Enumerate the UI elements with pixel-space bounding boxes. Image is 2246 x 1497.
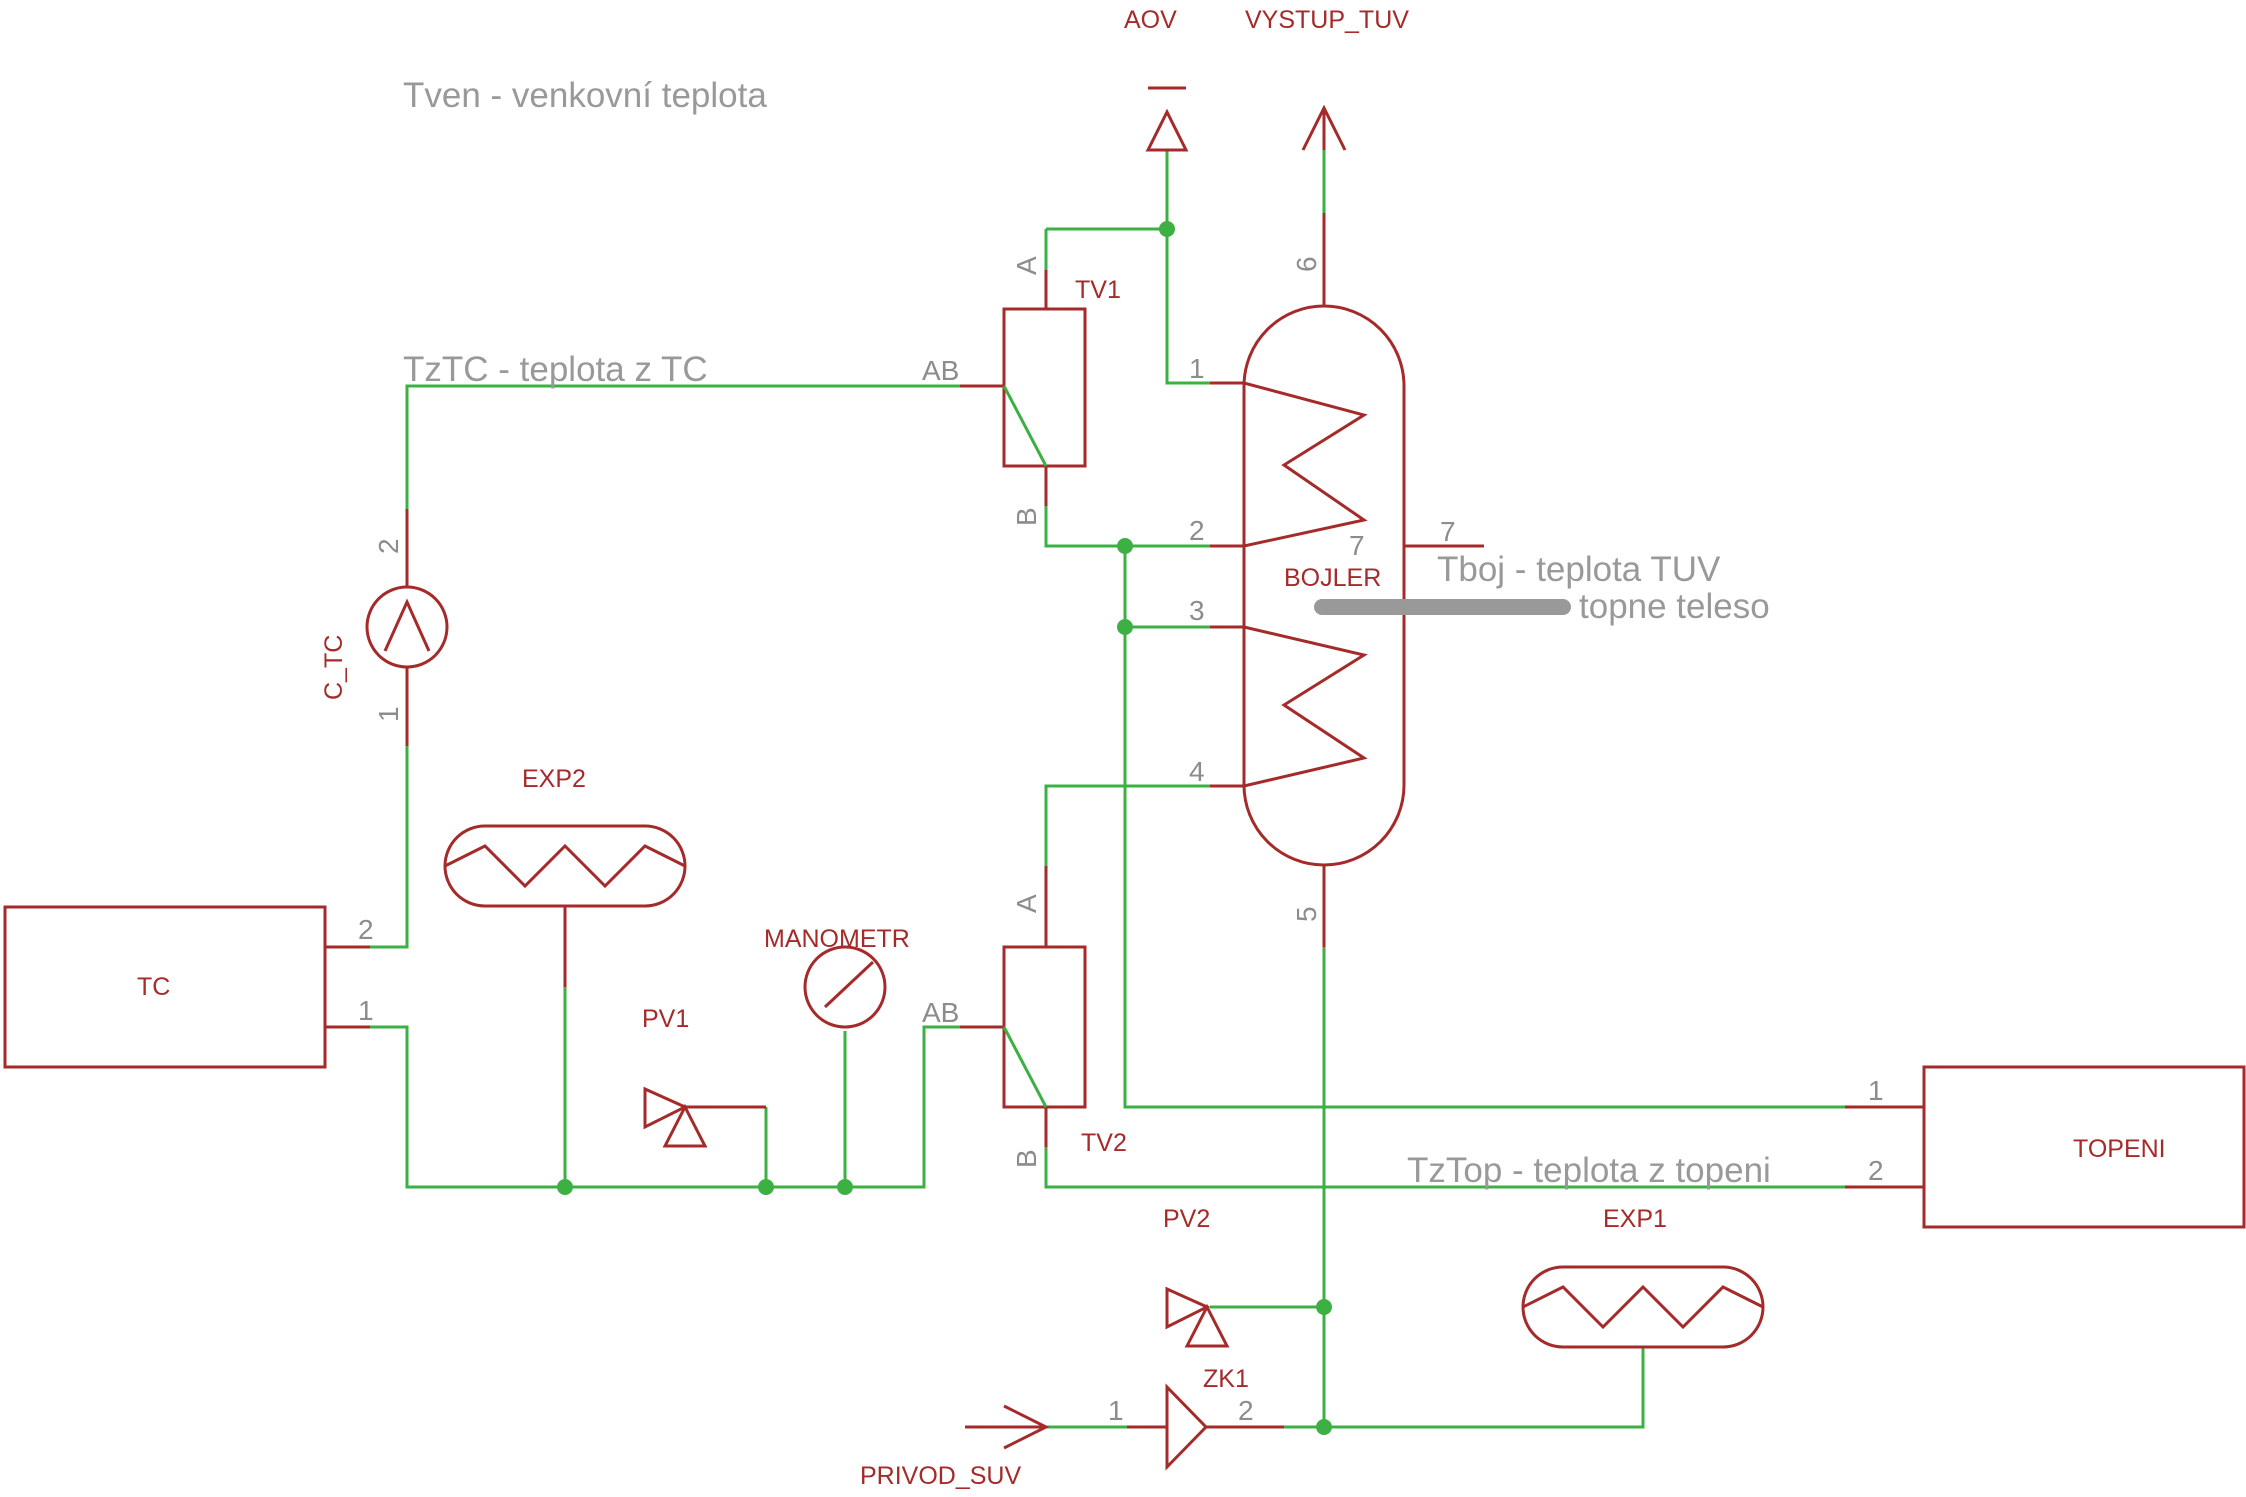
- pv2-valve-symbol: [1165, 1286, 1230, 1348]
- note-topne-teleso: topne teleso: [1579, 587, 1770, 626]
- manometr-gauge-symbol: [803, 945, 887, 1029]
- bojler-label: BOJLER: [1284, 564, 1381, 592]
- pv1-label: PV1: [642, 1005, 689, 1033]
- junction-dot: [1117, 538, 1133, 554]
- c-tc-pin-2: 2: [373, 538, 404, 554]
- zk1-label: ZK1: [1203, 1365, 1249, 1393]
- bojler-pin-3: 3: [1189, 595, 1205, 626]
- wire-aov-tv1a: [1044, 150, 1210, 385]
- bojler-pin-2: 2: [1189, 515, 1205, 546]
- wires: [370, 150, 1845, 1429]
- wire-ctc-tc2: [370, 746, 409, 949]
- tv1-label: TV1: [1075, 276, 1121, 304]
- junction-dot: [1117, 619, 1133, 635]
- tv2-pin-b: B: [1011, 1149, 1042, 1168]
- exp2-label: EXP2: [522, 765, 586, 793]
- part-labels: AOV VYSTUP_TUV TV1 TV2 BOJLER C_TC EXP2 …: [137, 6, 2166, 1490]
- c-tc-pin-1: 1: [373, 706, 404, 722]
- note-tztc: TzTC - teplota z TC: [403, 350, 708, 389]
- tc-label: TC: [137, 973, 170, 1001]
- tv1-pin-ab: AB: [922, 355, 959, 386]
- bojler-tank-symbol: [1210, 213, 1484, 947]
- junction-dot: [1316, 1419, 1332, 1435]
- bojler-pin-5: 5: [1291, 906, 1322, 922]
- privod-suv-symbol: [965, 1404, 1050, 1450]
- pv2-label: PV2: [1163, 1205, 1210, 1233]
- tc-box-symbol: [3, 905, 370, 1069]
- wire-tc1-tv2ab: [370, 1025, 960, 1189]
- aov-symbol: [1145, 86, 1189, 152]
- wire-tztc: [405, 384, 960, 509]
- bojler-pin-4: 4: [1189, 756, 1205, 787]
- tv1-valve-symbol: [960, 270, 1087, 506]
- exp1-label: EXP1: [1603, 1205, 1667, 1233]
- manometr-label: MANOMETR: [764, 925, 910, 953]
- vystup-tuv-label: VYSTUP_TUV: [1245, 6, 1409, 34]
- wire-zk1-exp1: [1284, 1347, 1645, 1429]
- junction-dot: [837, 1179, 853, 1195]
- c-tc-label: C_TC: [320, 635, 348, 700]
- junction-dot: [1316, 1299, 1332, 1315]
- zk1-pin-2: 2: [1238, 1395, 1254, 1426]
- tv1-pin-a: A: [1011, 256, 1042, 275]
- tc-pin-2: 2: [358, 914, 374, 945]
- privod-suv-label: PRIVOD_SUV: [860, 1462, 1021, 1490]
- notes: Tven - venkovní teplota TzTC - teplota z…: [403, 76, 1771, 1190]
- wire-tv2b-topeni2: [1044, 1147, 1845, 1189]
- junctions: [557, 221, 1332, 1435]
- zk1-pin-1: 1: [1108, 1395, 1124, 1426]
- bojler-pin-7-in: 7: [1349, 530, 1365, 561]
- tv2-valve-symbol: [960, 866, 1087, 1147]
- junction-dot: [557, 1179, 573, 1195]
- topeni-label: TOPENI: [2073, 1135, 2166, 1163]
- note-tboj: Tboj - teplota TUV: [1437, 550, 1721, 589]
- aov-label: AOV: [1124, 6, 1177, 34]
- bojler-pin-6: 6: [1291, 256, 1322, 272]
- junction-dot: [1159, 221, 1175, 237]
- topeni-pin-1: 1: [1868, 1075, 1884, 1106]
- c-tc-pump-symbol: [365, 509, 449, 746]
- tv2-pin-a: A: [1011, 894, 1042, 913]
- pin-labels: A AB B A AB B 1 2 3 4 5 6 7 7 1 2 2 1 1 …: [358, 256, 1884, 1426]
- note-tztop: TzTop - teplota z topeni: [1407, 1151, 1771, 1190]
- junction-dot: [758, 1179, 774, 1195]
- topeni-pin-2: 2: [1868, 1155, 1884, 1186]
- bojler-pin-7-out: 7: [1440, 516, 1456, 547]
- pv1-valve-symbol: [643, 1086, 766, 1148]
- tv2-label: TV2: [1081, 1129, 1127, 1157]
- tc-pin-1: 1: [358, 995, 374, 1026]
- wire-tv1b-bojler: [1044, 506, 1845, 1109]
- tv1-pin-b: B: [1011, 507, 1042, 526]
- topeni-box-symbol: [1845, 1065, 2246, 1229]
- exp1-vessel-symbol: [1521, 1265, 1765, 1349]
- note-tven: Tven - venkovní teplota: [403, 76, 767, 115]
- zk1-check-valve-symbol: [1127, 1383, 1284, 1471]
- tv2-pin-ab: AB: [922, 997, 959, 1028]
- exp2-vessel-symbol: [443, 824, 687, 987]
- wire-bojler4-tv2a: [1044, 784, 1210, 866]
- bojler-pin-1: 1: [1189, 353, 1205, 384]
- vystup-tuv-symbol: [1301, 104, 1347, 151]
